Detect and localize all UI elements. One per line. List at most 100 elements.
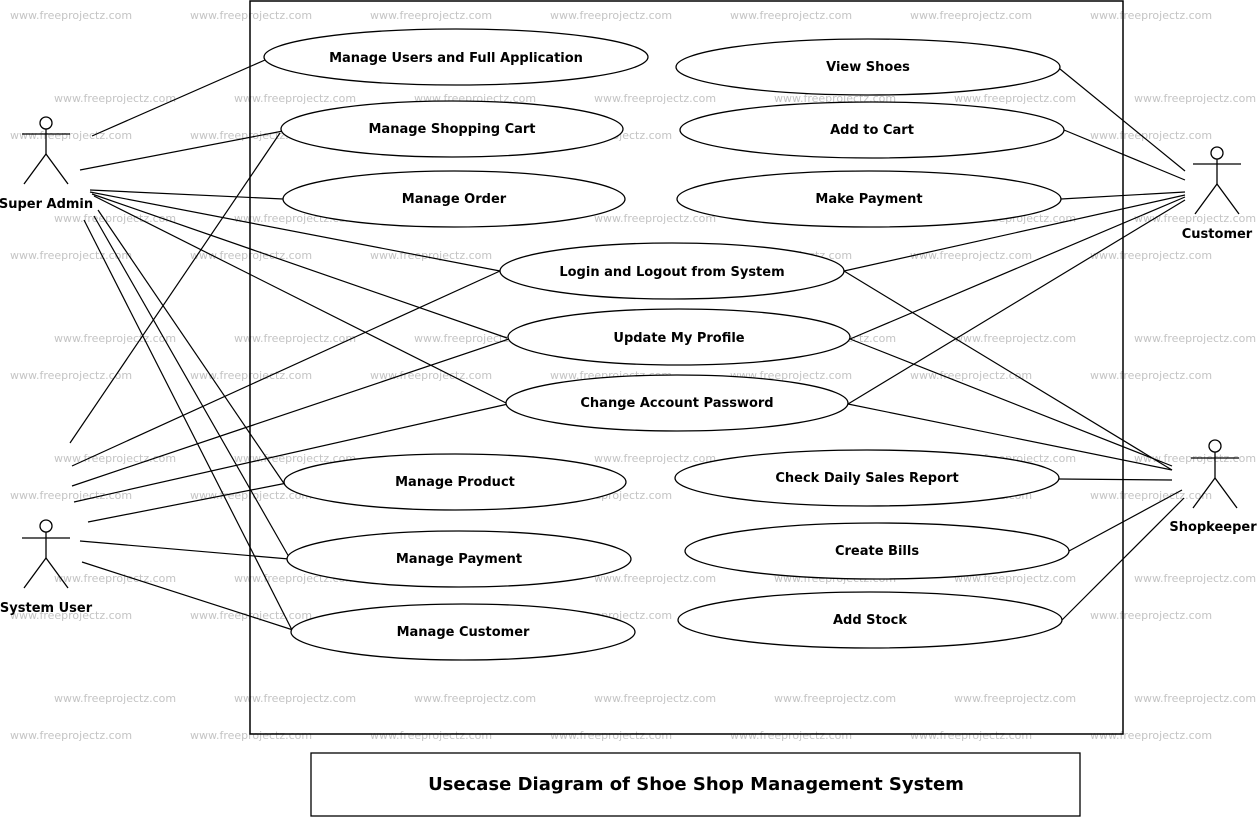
diagram-title-box: Usecase Diagram of Shoe Shop Management …	[310, 752, 1081, 817]
watermark-text: www.freeprojectz.com	[594, 212, 716, 225]
actor-label: Super Admin	[0, 197, 93, 212]
actor-label: Shopkeeper	[1169, 520, 1257, 535]
watermark-text: www.freeprojectz.com	[54, 212, 176, 225]
watermark-text: www.freeprojectz.com	[910, 369, 1032, 382]
watermark-layer: www.freeprojectz.com www.freeprojectz.com…	[10, 9, 1256, 742]
usecase-view-shoes[interactable]: View Shoes	[675, 38, 1061, 96]
watermark-text: www.freeprojectz.com	[190, 489, 312, 502]
usecase-manage-order[interactable]: Manage Order	[282, 170, 626, 228]
association-line	[81, 561, 294, 631]
association-line	[69, 132, 281, 444]
association-line	[847, 403, 1173, 471]
association-line	[1061, 497, 1185, 621]
actor-system-user[interactable]: System User	[0, 519, 93, 616]
usecase-create-bills[interactable]: Create Bills	[684, 522, 1070, 580]
usecase-label: Manage Users and Full Application	[329, 51, 583, 66]
association-line	[79, 130, 284, 171]
usecase-label: Add Stock	[833, 613, 907, 628]
usecase-manage-payment[interactable]: Manage Payment	[286, 530, 632, 588]
actor-super-admin[interactable]: Super Admin	[0, 116, 93, 212]
usecase-add-stock[interactable]: Add Stock	[677, 591, 1063, 649]
watermark-text: www.freeprojectz.com	[594, 92, 716, 105]
stick-figure-icon	[22, 116, 70, 185]
watermark-text: www.freeprojectz.com	[10, 249, 132, 262]
watermark-text: www.freeprojectz.com	[954, 92, 1076, 105]
association-line	[1068, 489, 1183, 552]
watermark-text: www.freeprojectz.com	[1090, 249, 1212, 262]
usecase-daily-sales-report[interactable]: Check Daily Sales Report	[674, 449, 1060, 507]
association-line	[71, 270, 501, 467]
watermark-text: www.freeprojectz.com	[730, 9, 852, 22]
watermark-text: www.freeprojectz.com	[10, 9, 132, 22]
watermark-text: www.freeprojectz.com	[910, 729, 1032, 742]
usecase-label: Manage Product	[395, 475, 515, 490]
watermark-text: www.freeprojectz.com	[1090, 9, 1212, 22]
association-line	[1063, 129, 1186, 181]
usecase-label: Change Account Password	[580, 396, 773, 411]
watermark-text: www.freeprojectz.com	[10, 729, 132, 742]
watermark-text: www.freeprojectz.com	[190, 9, 312, 22]
watermark-text: www.freeprojectz.com	[54, 452, 176, 465]
usecase-make-payment[interactable]: Make Payment	[676, 170, 1062, 228]
stick-figure-icon	[1191, 439, 1239, 509]
watermark-text: www.freeprojectz.com	[1090, 369, 1212, 382]
stick-figure-icon	[22, 519, 70, 589]
association-line	[97, 209, 286, 486]
usecase-manage-users[interactable]: Manage Users and Full Application	[263, 28, 649, 86]
watermark-text: www.freeprojectz.com	[594, 572, 716, 585]
watermark-text: www.freeprojectz.com	[954, 692, 1076, 705]
watermark-text: www.freeprojectz.com	[1134, 572, 1256, 585]
actor-label: Customer	[1182, 227, 1253, 242]
usecase-label: View Shoes	[826, 60, 910, 75]
watermark-text: www.freeprojectz.com	[550, 9, 672, 22]
association-lines	[69, 59, 1186, 633]
watermark-text: www.freeprojectz.com	[234, 92, 356, 105]
usecase-label: Check Daily Sales Report	[775, 471, 958, 486]
association-line	[71, 338, 510, 487]
watermark-text: www.freeprojectz.com	[730, 729, 852, 742]
watermark-text: www.freeprojectz.com	[910, 9, 1032, 22]
watermark-text: www.freeprojectz.com	[190, 609, 312, 622]
watermark-text: www.freeprojectz.com	[190, 729, 312, 742]
usecase-label: Login and Logout from System	[559, 265, 784, 280]
watermark-text: www.freeprojectz.com	[10, 609, 132, 622]
watermark-text: www.freeprojectz.com	[910, 249, 1032, 262]
watermark-text: www.freeprojectz.com	[370, 729, 492, 742]
association-line	[87, 482, 288, 523]
usecase-manage-customer[interactable]: Manage Customer	[290, 603, 636, 661]
watermark-text: www.freeprojectz.com	[1134, 212, 1256, 225]
usecase-add-to-cart[interactable]: Add to Cart	[679, 101, 1065, 159]
watermark-text: www.freeprojectz.com	[54, 92, 176, 105]
actor-shopkeeper[interactable]: Shopkeeper	[1169, 439, 1257, 535]
diagram-title: Usecase Diagram of Shoe Shop Management …	[428, 774, 964, 795]
watermark-text: www.freeprojectz.com	[1090, 609, 1212, 622]
usecase-label: Manage Customer	[397, 625, 530, 640]
actor-label: System User	[0, 601, 93, 616]
watermark-text: www.freeprojectz.com	[54, 572, 176, 585]
usecase-manage-product[interactable]: Manage Product	[283, 453, 627, 511]
association-line	[83, 219, 294, 633]
association-line	[849, 196, 1186, 340]
usecase-update-profile[interactable]: Update My Profile	[507, 308, 851, 366]
association-line	[1058, 478, 1173, 481]
association-line	[93, 215, 290, 558]
usecase-manage-shopping-cart[interactable]: Manage Shopping Cart	[280, 100, 624, 158]
watermark-text: www.freeprojectz.com	[1090, 489, 1212, 502]
usecase-change-password[interactable]: Change Account Password	[505, 374, 849, 432]
usecase-label: Update My Profile	[613, 331, 744, 346]
usecase-login-logout[interactable]: Login and Logout from System	[499, 242, 845, 300]
actor-customer[interactable]: Customer	[1182, 146, 1253, 242]
association-line	[91, 193, 508, 339]
association-line	[73, 403, 509, 503]
association-line	[89, 189, 284, 200]
watermark-text: www.freeprojectz.com	[370, 369, 492, 382]
watermark-text: www.freeprojectz.com	[370, 9, 492, 22]
association-line	[93, 195, 509, 405]
association-line	[1059, 68, 1186, 172]
association-line	[847, 199, 1186, 405]
watermark-text: www.freeprojectz.com	[54, 692, 176, 705]
usecase-label: Manage Shopping Cart	[368, 122, 535, 137]
association-line	[91, 59, 266, 137]
watermark-text: www.freeprojectz.com	[414, 692, 536, 705]
